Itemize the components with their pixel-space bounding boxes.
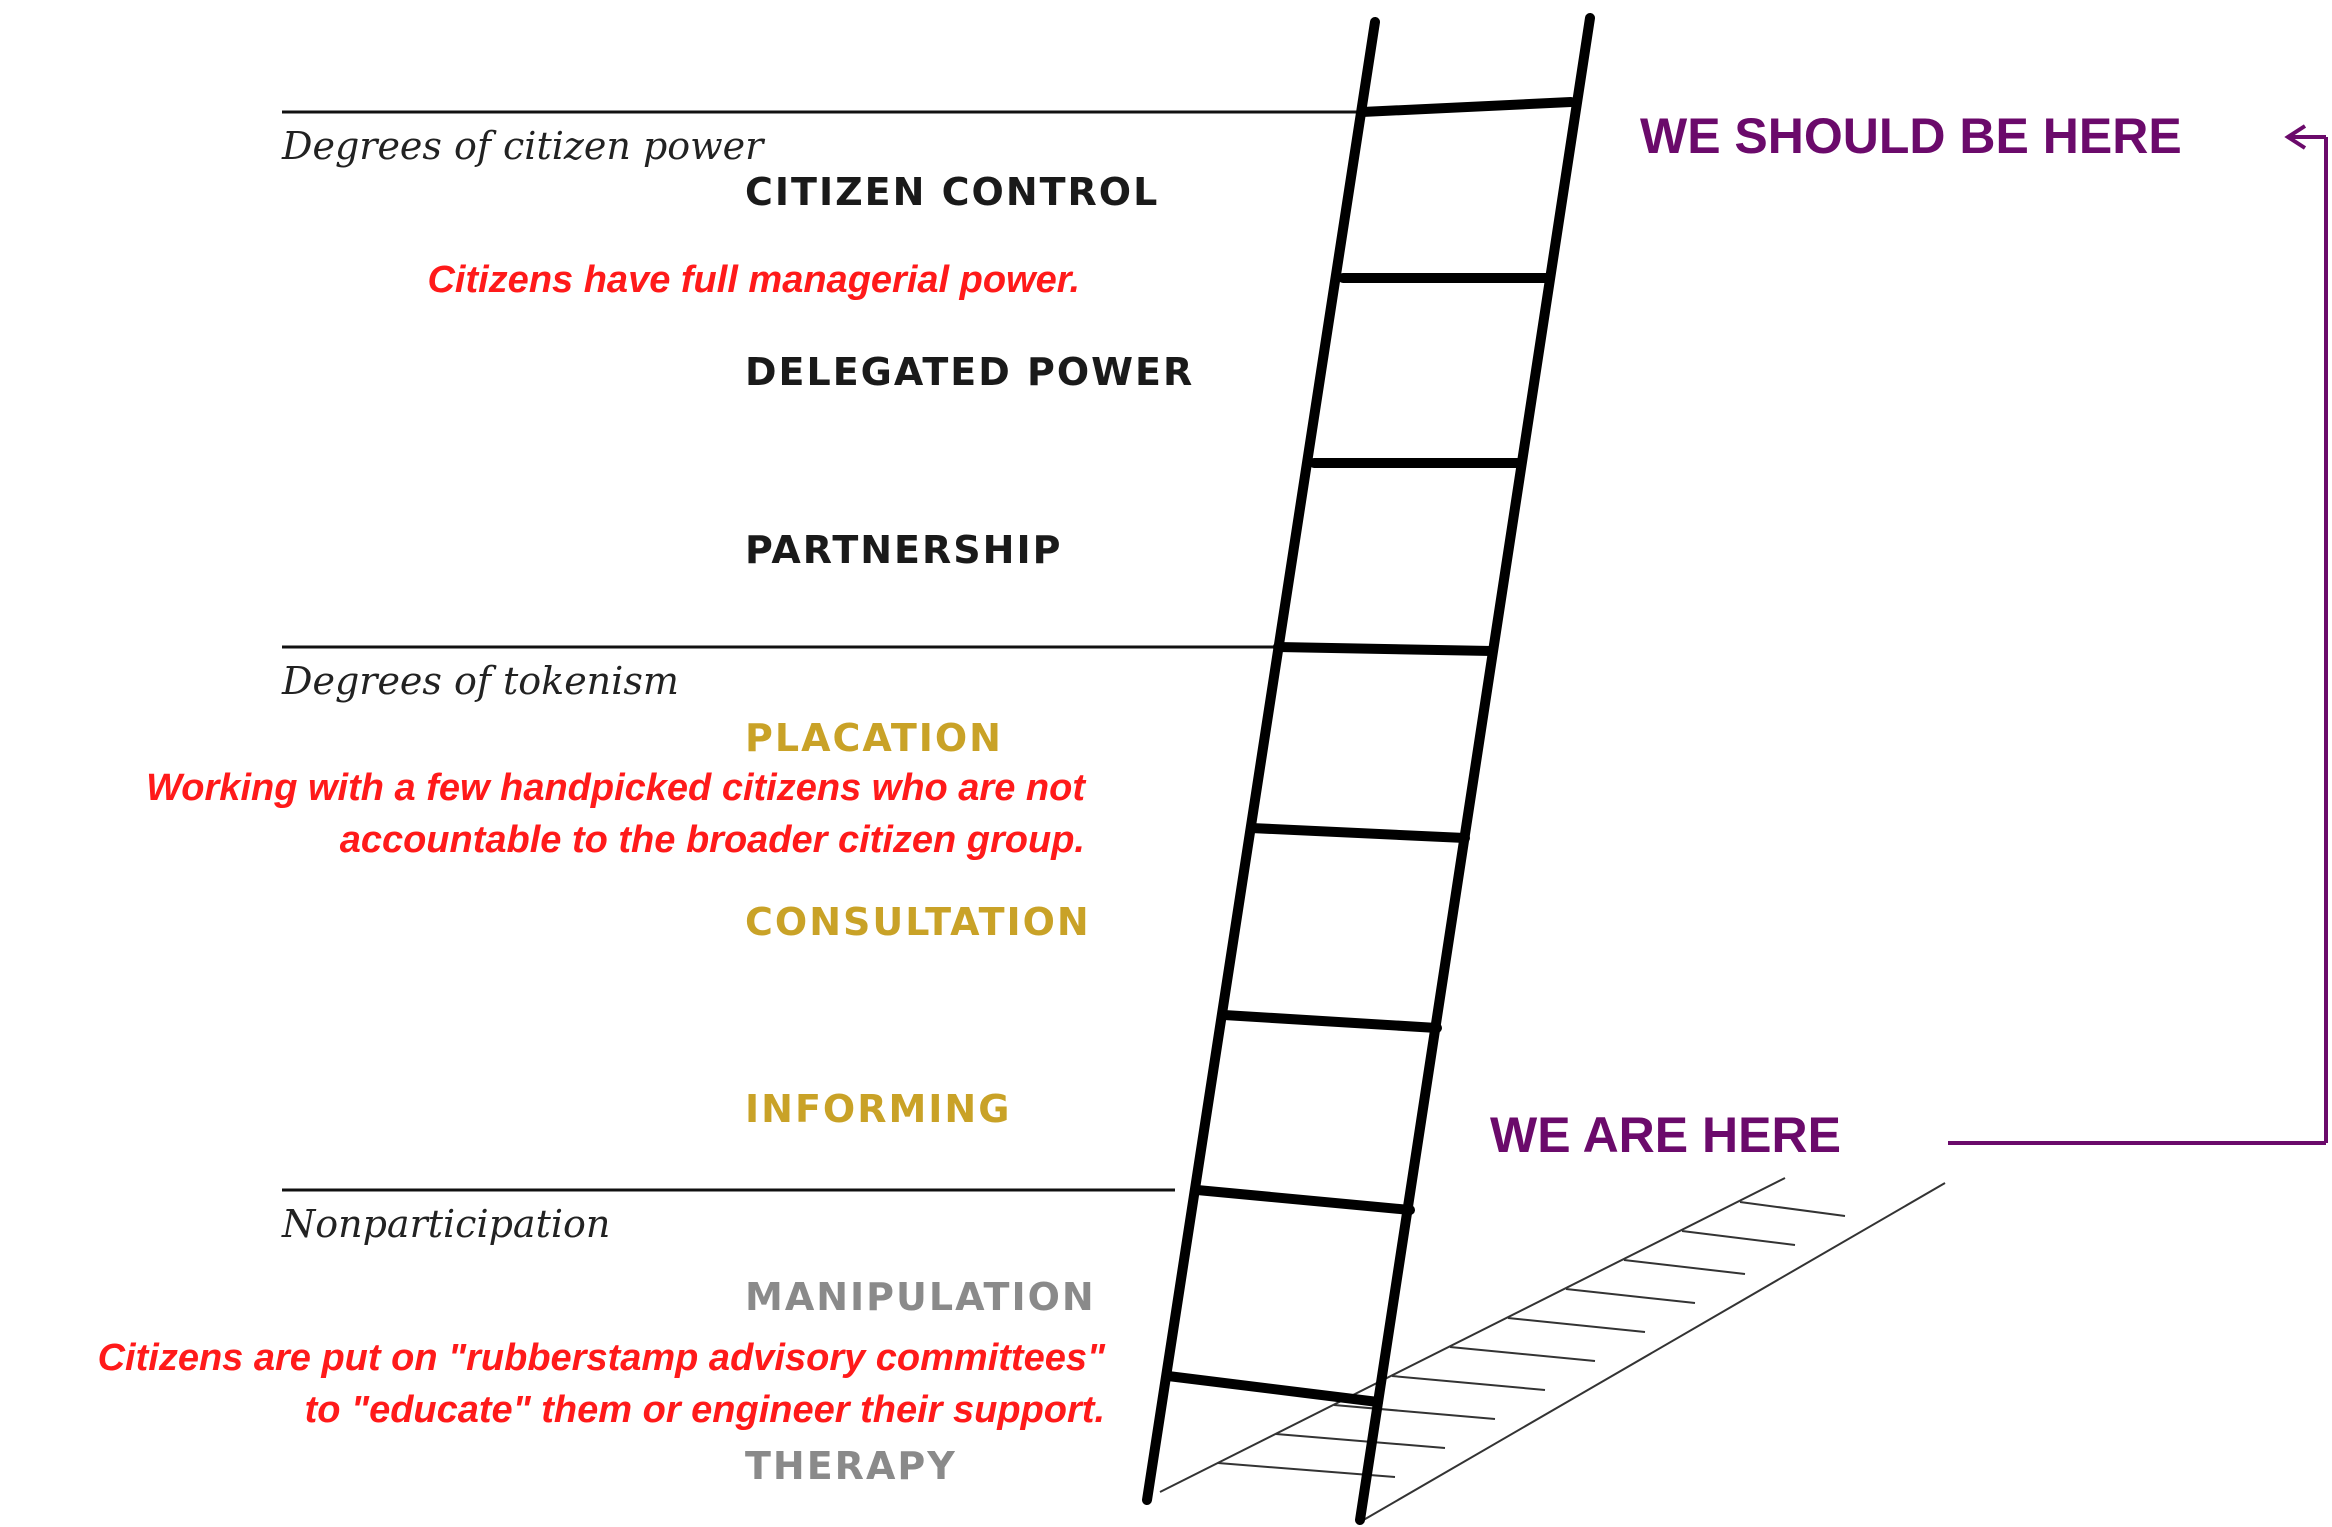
ladder bbox=[1142, 13, 1595, 1525]
rung-informing: INFORMING bbox=[745, 1087, 1012, 1131]
arrowhead-icon bbox=[2284, 124, 2307, 150]
ladder-rung bbox=[1163, 1371, 1383, 1407]
rung-consultation: CONSULTATION bbox=[745, 900, 1091, 944]
rung-delegated-power: DELEGATED POWER bbox=[745, 350, 1195, 394]
ladder-right-rail bbox=[1355, 13, 1595, 1525]
ladder-left-rail bbox=[1142, 17, 1380, 1505]
note-manipulation-line-1: Citizens are put on "rubberstamp advisor… bbox=[97, 1337, 1105, 1379]
group-label-tokenism: Degrees of tokenism bbox=[282, 659, 679, 703]
progress-arrow bbox=[1948, 124, 2328, 1145]
note-placation-line-2: accountable to the broader citizen group… bbox=[339, 819, 1085, 861]
ladder-rung bbox=[1192, 1185, 1415, 1215]
ladder-rung bbox=[1357, 97, 1576, 117]
ladder-rung bbox=[1246, 823, 1470, 843]
note-placation-line-1: Working with a few handpicked citizens w… bbox=[146, 767, 1085, 809]
marker-should-be-here: WE SHOULD BE HERE bbox=[1640, 108, 2182, 164]
ladder-rung bbox=[1273, 642, 1497, 656]
ladder-shadow bbox=[1159, 1177, 1946, 1523]
ladder-rung bbox=[1219, 1010, 1442, 1033]
note-manipulation: Citizens are put on "rubberstamp advisor… bbox=[98, 1332, 1105, 1436]
note-citizen-control-text: Citizens have full managerial power. bbox=[427, 259, 1080, 301]
note-manipulation-line-2: to "educate" them or engineer their supp… bbox=[304, 1389, 1105, 1431]
marker-are-here: WE ARE HERE bbox=[1490, 1107, 1841, 1163]
rung-placation: PLACATION bbox=[745, 716, 1003, 760]
rung-therapy: THERAPY bbox=[745, 1444, 957, 1488]
group-label-citizen-power: Degrees of citizen power bbox=[282, 124, 764, 168]
note-citizen-control: Citizens have full managerial power. bbox=[427, 254, 1080, 306]
note-placation: Working with a few handpicked citizens w… bbox=[146, 762, 1085, 866]
rung-manipulation: MANIPULATION bbox=[745, 1275, 1096, 1319]
group-label-nonparticipation: Nonparticipation bbox=[282, 1202, 611, 1246]
rung-partnership: PARTNERSHIP bbox=[745, 528, 1063, 572]
rung-citizen-control: CITIZEN CONTROL bbox=[745, 170, 1160, 214]
